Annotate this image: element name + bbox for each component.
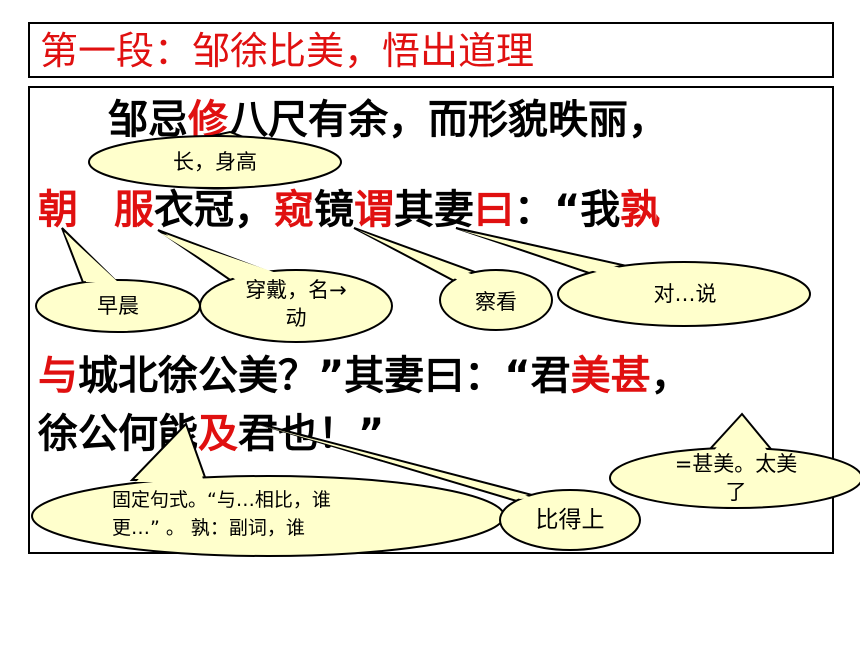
highlight-word-kui: 窥 bbox=[274, 187, 314, 233]
note-gudingjushi: 固定句式。“与…相比，谁 更…” 。 孰：副词，谁 bbox=[112, 486, 412, 542]
note-chakan: 察看 bbox=[475, 290, 517, 314]
text-box bbox=[28, 86, 834, 554]
note-gudingjushi-line-2: 更…” 。 孰：副词，谁 bbox=[112, 517, 305, 539]
callout-dui-body bbox=[557, 261, 811, 327]
text-run: 镜 bbox=[314, 187, 354, 233]
text-run: 其妻 bbox=[394, 187, 474, 233]
note-shenmei-line-1: =甚美。太美 bbox=[674, 452, 798, 476]
highlight-word-fu: 服 bbox=[114, 187, 154, 233]
note-chuandai: 穿戴，名→ 动 bbox=[220, 276, 372, 332]
highlight-word-yue: 曰 bbox=[474, 187, 514, 233]
callout-chakan-body bbox=[439, 269, 553, 331]
highlight-word-meishen: 美甚 bbox=[570, 353, 651, 399]
callout-chuandai-body bbox=[199, 269, 393, 343]
note-dui: 对…说 bbox=[653, 282, 717, 306]
title-box: 第一段：邹徐比美，悟出道理 bbox=[28, 22, 834, 78]
passage-line-3: 与城北徐公美？”其妻曰：“君美甚， bbox=[38, 352, 691, 400]
callout-chang-body bbox=[88, 135, 342, 189]
highlight-word-zhao: 朝 bbox=[38, 187, 78, 233]
text-run: ， bbox=[650, 353, 691, 399]
note-gudingjushi-line-1: 固定句式。“与…相比，谁 bbox=[112, 489, 331, 511]
text-run: 衣冠， bbox=[154, 187, 274, 233]
highlight-word-ji: 及 bbox=[198, 411, 238, 457]
highlight-word-shu: 孰 bbox=[620, 187, 661, 233]
slide-title: 第一段：邹徐比美，悟出道理 bbox=[40, 29, 535, 73]
text-run: 邹忌 bbox=[108, 97, 188, 143]
note-chuandai-line-2: 动 bbox=[285, 306, 307, 330]
text-run: 八尺有余，而形貌昳丽， bbox=[228, 97, 668, 143]
text-run: ：“我 bbox=[514, 187, 621, 233]
note-zaochen: 早晨 bbox=[97, 294, 139, 318]
note-shenmei-line-2: 了 bbox=[725, 480, 747, 504]
highlight-word-yu: 与 bbox=[38, 353, 78, 399]
note-shenmei: =甚美。太美 了 bbox=[626, 450, 846, 506]
callout-bideshang-body bbox=[499, 489, 641, 551]
text-run: 城北徐公美？”其妻曰：“君 bbox=[78, 353, 571, 399]
highlight-word-wei: 谓 bbox=[354, 187, 394, 233]
note-bideshang: 比得上 bbox=[535, 507, 605, 533]
passage-line-1: 邹忌修八尺有余，而形貌昳丽， bbox=[108, 96, 668, 144]
passage-line-2: 朝服衣冠，窥镜谓其妻曰：“我孰 bbox=[38, 186, 660, 234]
note-chang: 长，身高 bbox=[173, 150, 257, 174]
note-chuandai-line-1: 穿戴，名→ bbox=[245, 278, 347, 302]
